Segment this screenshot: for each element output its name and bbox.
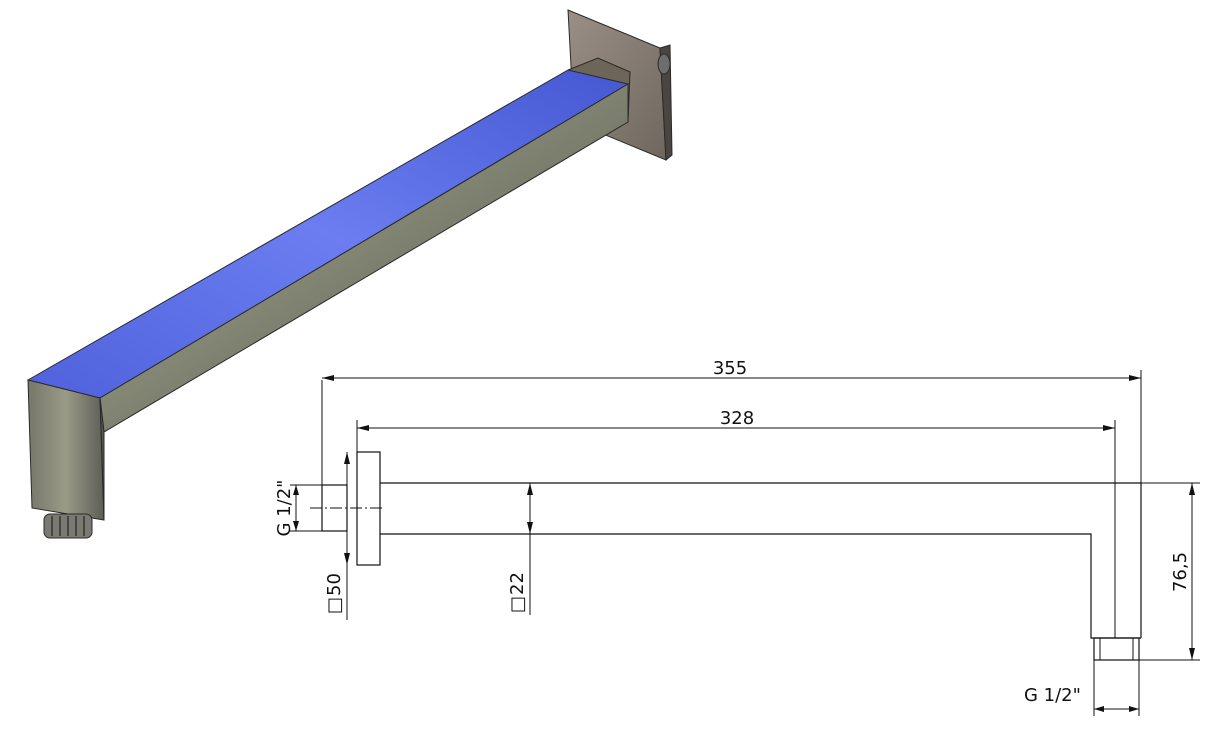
arm-top-face xyxy=(26,69,630,399)
dim-drop-height: 76,5 xyxy=(1170,552,1191,592)
dim-arm-length: 328 xyxy=(720,408,754,429)
arm-outline xyxy=(380,482,1142,639)
dim-flange-size: 50 xyxy=(324,573,345,596)
flange-square-symbol: □ xyxy=(324,597,345,614)
flange-nipple xyxy=(657,53,671,75)
arm-2d-drawing: 355 328 76,5 □ 22 □ 50 xyxy=(274,358,1200,716)
outlet-thread-label: G 1/2" xyxy=(1024,685,1081,706)
outlet-thread-outline xyxy=(1093,637,1140,661)
drop-side-face xyxy=(99,397,105,521)
arm-3d-render xyxy=(26,9,673,539)
arm-side-face xyxy=(99,83,629,433)
dim-total-length: 355 xyxy=(713,358,747,379)
drop-front-face xyxy=(27,379,105,521)
dim-arm-section: 22 xyxy=(507,572,528,595)
flange-outline xyxy=(356,451,381,566)
wall-thread-label: G 1/2" xyxy=(274,480,295,537)
arm-section-square-symbol: □ xyxy=(507,596,528,613)
